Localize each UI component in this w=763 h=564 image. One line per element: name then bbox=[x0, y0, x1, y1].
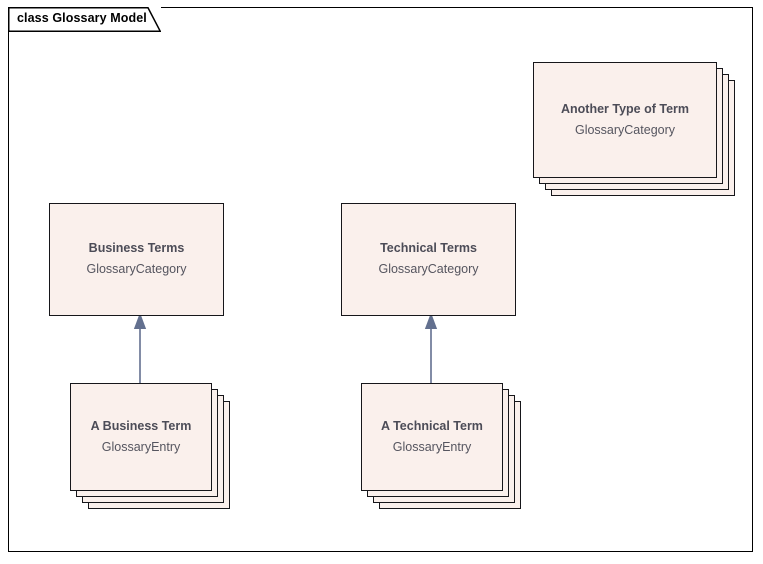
class-stereotype: GlossaryCategory bbox=[86, 262, 187, 276]
class-box-face bbox=[341, 203, 516, 316]
class-box-labels: Technical Terms GlossaryCategory bbox=[341, 203, 516, 316]
class-box-a-technical-term[interactable]: A Technical Term GlossaryEntry bbox=[361, 383, 521, 509]
class-box-labels: A Technical Term GlossaryEntry bbox=[361, 383, 503, 491]
generalization-business-term-to-business-terms[interactable] bbox=[130, 312, 150, 387]
diagram-title-label: class Glossary Model bbox=[17, 11, 147, 25]
class-name: A Technical Term bbox=[381, 418, 483, 433]
class-box-face bbox=[70, 383, 212, 491]
class-name: Business Terms bbox=[88, 241, 185, 256]
class-box-labels: Another Type of Term GlossaryCategory bbox=[533, 62, 717, 178]
class-box-technical-terms[interactable]: Technical Terms GlossaryCategory bbox=[341, 203, 516, 316]
diagram-title-tab: class Glossary Model bbox=[8, 7, 161, 32]
class-box-a-business-term[interactable]: A Business Term GlossaryEntry bbox=[70, 383, 230, 509]
class-box-labels: A Business Term GlossaryEntry bbox=[70, 383, 212, 491]
class-stereotype: GlossaryCategory bbox=[378, 262, 479, 276]
class-name: A Business Term bbox=[90, 418, 192, 433]
title-tab-shape bbox=[8, 7, 161, 32]
class-stereotype: GlossaryCategory bbox=[574, 122, 676, 137]
class-box-another-type-of-term[interactable]: Another Type of Term GlossaryCategory bbox=[533, 62, 735, 196]
class-box-face bbox=[49, 203, 224, 316]
class-name: Technical Terms bbox=[380, 241, 477, 256]
class-box-face bbox=[533, 62, 717, 178]
generalization-technical-term-to-technical-terms[interactable] bbox=[421, 312, 441, 387]
class-name: Another Type of Term bbox=[560, 101, 689, 116]
class-box-face bbox=[361, 383, 503, 491]
class-box-business-terms[interactable]: Business Terms GlossaryCategory bbox=[49, 203, 224, 316]
class-stereotype: GlossaryEntry bbox=[101, 439, 181, 454]
class-box-labels: Business Terms GlossaryCategory bbox=[49, 203, 224, 316]
class-stereotype: GlossaryEntry bbox=[392, 439, 472, 454]
